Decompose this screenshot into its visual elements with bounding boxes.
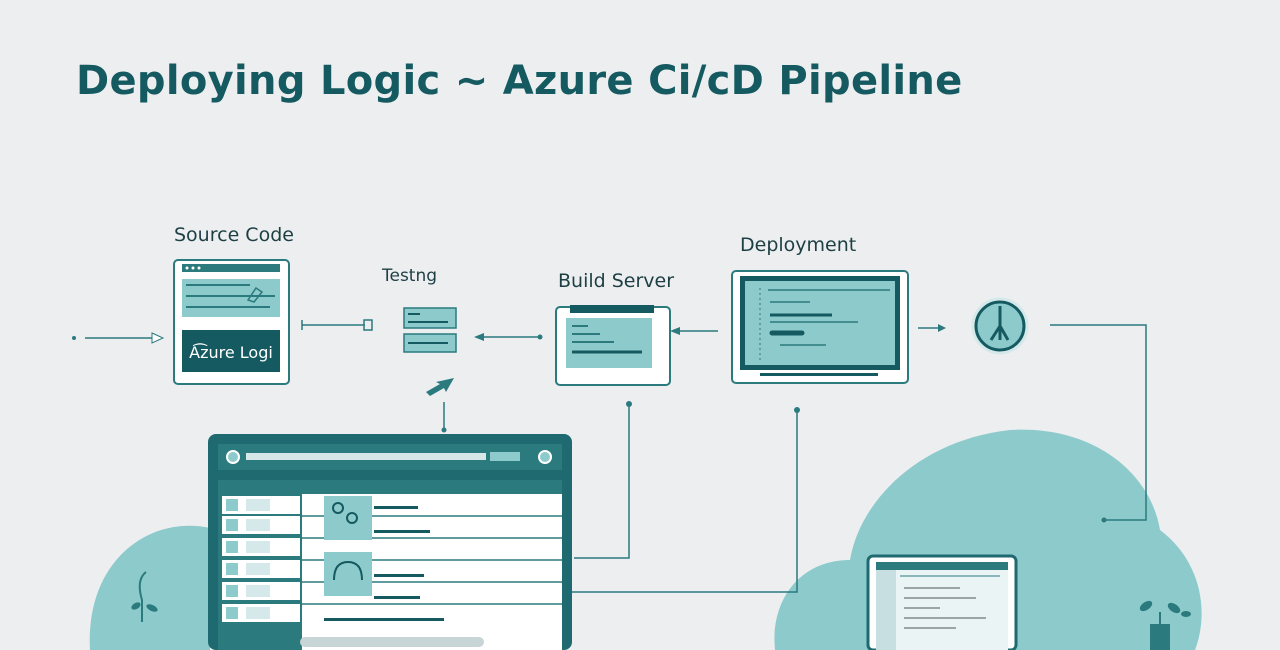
cloud-laptop xyxy=(866,554,1018,650)
stage-label-testing: Testng xyxy=(382,266,438,286)
stage-label-source-code: Source Code xyxy=(174,224,294,246)
connector-build-testing xyxy=(474,333,543,341)
connector-start xyxy=(72,332,165,344)
connector-deploy-clock xyxy=(918,324,946,332)
deployment-monitor xyxy=(731,270,909,384)
connector-build-laptop xyxy=(574,404,630,559)
plant-icon-right xyxy=(1139,600,1191,650)
build-server-panel xyxy=(555,305,671,386)
source-code-logo-text: A͡zure Logi xyxy=(189,343,273,362)
clock-icon xyxy=(971,297,1029,355)
stage-label-deployment: Deployment xyxy=(740,234,857,256)
arrow-icon xyxy=(426,378,454,396)
connector-source-testing xyxy=(301,319,373,331)
testing-cards xyxy=(403,307,457,353)
laptop-sidebar-rows xyxy=(222,496,300,622)
laptop-content-rows xyxy=(300,496,562,647)
stage-label-build-server: Build Server xyxy=(558,270,675,292)
left-cloud-blob xyxy=(89,525,210,650)
connector-deploy-laptop xyxy=(560,410,798,593)
connector-deploy-build xyxy=(670,327,718,335)
connector-clock-cloud xyxy=(1050,324,1147,521)
page-title: Deploying Logic ~ Azure Ci/cD Pipeline xyxy=(76,58,963,104)
plant-icon xyxy=(131,571,158,650)
source-code-panel xyxy=(173,259,290,385)
